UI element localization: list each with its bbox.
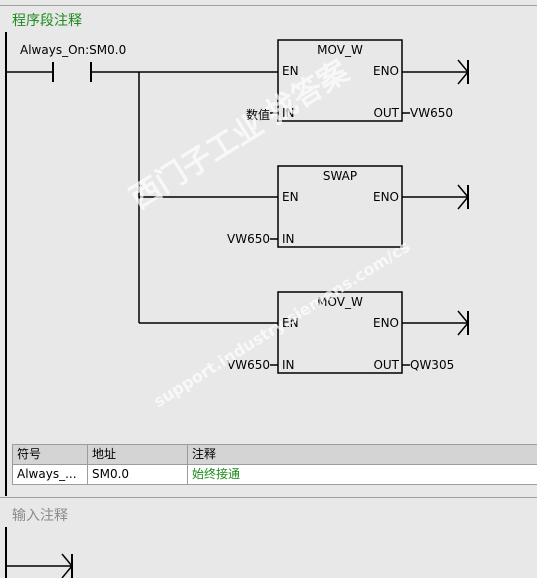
network1-title[interactable]: 程序段注释 — [12, 13, 82, 29]
block-2-name: SWAP — [322, 169, 358, 183]
block-3-en: EN — [282, 316, 299, 330]
block-3-out-value[interactable]: QW305 — [410, 358, 455, 372]
network-separator — [0, 497, 537, 498]
block-1-out-value[interactable]: VW650 — [410, 106, 453, 120]
normally-open-contact[interactable] — [52, 62, 92, 82]
network-top-border — [0, 5, 537, 6]
block-2-en: EN — [282, 190, 299, 204]
header-comment[interactable]: 注释 — [192, 447, 217, 461]
block-1-en: EN — [282, 64, 299, 78]
block-1-in: IN — [282, 106, 295, 120]
block-3-name: MOV_W — [317, 295, 363, 309]
block-1-eno: ENO — [372, 64, 399, 78]
network2-title[interactable]: 输入注释 — [12, 508, 68, 524]
mov-w-block-2[interactable] — [277, 291, 403, 374]
coil-output-3 — [457, 310, 469, 336]
block-2-in: IN — [282, 232, 295, 246]
block-3-eno: ENO — [372, 316, 399, 330]
table-row[interactable]: Always_... SM0.0 始终接通 — [13, 465, 537, 484]
block-2-in-value[interactable]: VW650 — [227, 232, 270, 246]
coil-output-network2[interactable] — [61, 553, 73, 578]
block-3-in-value[interactable]: VW650 — [227, 358, 270, 372]
coil-output-2 — [457, 184, 469, 210]
block-3-out: OUT — [373, 358, 399, 372]
header-symbol[interactable]: 符号 — [13, 445, 88, 464]
block-1-name: MOV_W — [317, 43, 363, 57]
block-3-in: IN — [282, 358, 295, 372]
contact-label[interactable]: Always_On:SM0.0 — [20, 43, 127, 57]
mov-w-block-1[interactable] — [277, 39, 403, 122]
symbol-table: 符号 地址 注释 Always_... SM0.0 始终接通 — [12, 444, 537, 485]
header-address[interactable]: 地址 — [88, 445, 188, 464]
cell-symbol: Always_... — [13, 465, 88, 484]
block-1-out: OUT — [373, 106, 399, 120]
cell-address: SM0.0 — [88, 465, 188, 484]
block-2-eno: ENO — [372, 190, 399, 204]
cell-comment: 始终接通 — [192, 467, 241, 481]
coil-output-1 — [457, 59, 469, 85]
block-1-in-value[interactable]: 数值 — [245, 108, 270, 122]
symbol-table-header: 符号 地址 注释 — [13, 445, 537, 465]
swap-block[interactable] — [277, 165, 403, 248]
